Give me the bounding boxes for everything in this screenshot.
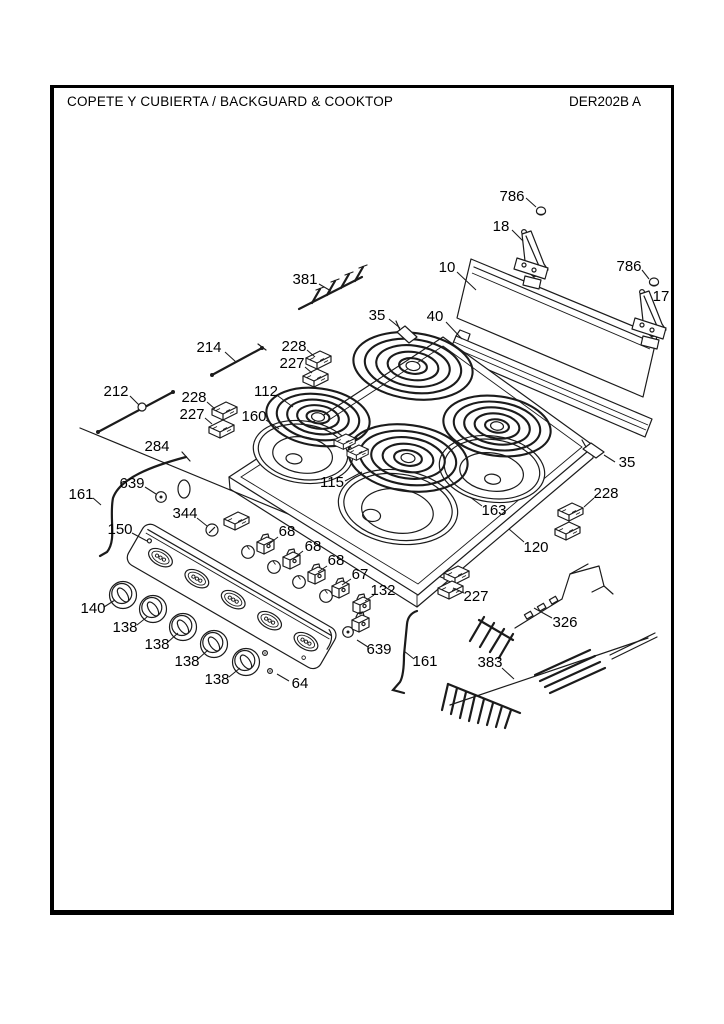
infinite-switch-2: [282, 548, 301, 570]
knob-opening-2: [184, 568, 210, 589]
drip-bowl-center: [337, 468, 459, 546]
part-label-786: 786: [499, 188, 524, 205]
burner-coil-left: [265, 386, 371, 448]
part-label-120: 120: [523, 539, 548, 556]
part-label-161b: 161: [412, 653, 437, 670]
part-label-67: 67: [352, 566, 369, 583]
part-label-284: 284: [144, 438, 169, 455]
part-label-112: 112: [254, 383, 278, 400]
terminal-block-227-bottom-b: [437, 580, 464, 600]
small-switch-132a: [352, 593, 371, 615]
part-label-228a: 228: [281, 338, 306, 355]
part-label-786b: 786: [616, 258, 641, 275]
wire-harness-326: [468, 563, 614, 660]
part-label-115: 115: [320, 474, 344, 491]
part-label-228b: 228: [181, 389, 206, 406]
page-title: COPETE Y CUBIERTA / BACKGUARD & COOKTOP: [67, 94, 394, 109]
mounting-clip-right: [581, 439, 605, 459]
knob-opening-1: [148, 547, 173, 568]
part-label-68b: 68: [305, 538, 322, 555]
burner-coil-right: [442, 394, 552, 458]
part-label-381: 381: [292, 271, 317, 288]
terminal-block-228-right: [557, 502, 584, 522]
part-label-227c: 227: [463, 588, 488, 605]
part-label-138d: 138: [204, 671, 229, 688]
part-label-138a: 138: [112, 619, 137, 636]
terminal-block-228-mid: [211, 401, 238, 421]
leader-lines: [92, 197, 650, 682]
ground-wire-left: [98, 451, 191, 558]
infinite-switch-1: [256, 533, 275, 555]
drip-bowl-right: [438, 434, 546, 504]
part-label-150: 150: [107, 521, 132, 538]
part-label-344: 344: [172, 505, 197, 522]
control-knob-1: [108, 580, 138, 610]
screw-639-left: [155, 491, 167, 503]
control-panel: [126, 523, 337, 670]
panel-clip-2: [267, 559, 281, 574]
control-knob-2: [138, 594, 168, 624]
screw-344: [205, 523, 219, 537]
part-label-227b: 227: [179, 406, 204, 423]
terminal-block-227-mid: [208, 419, 235, 439]
document-code: DER202B A: [568, 94, 641, 109]
rod-214: [210, 343, 267, 377]
screw-639-right: [342, 626, 354, 638]
knob-opening-5: [293, 631, 319, 652]
terminal-block-228-right-b: [554, 521, 581, 541]
part-label-161a: 161: [68, 486, 93, 503]
screws-64: [262, 649, 274, 674]
part-label-18: 18: [493, 218, 510, 235]
part-label-138c: 138: [174, 653, 199, 670]
terminal-block-227-top: [302, 368, 329, 388]
part-label-68c: 68: [328, 552, 345, 569]
part-label-17: 17: [653, 288, 670, 305]
part-label-639b: 639: [366, 641, 391, 658]
knob-opening-4: [257, 610, 283, 631]
panel-clip-1: [241, 544, 255, 559]
part-labels: 786 18 10 786 17 381 35 40 214 228 227 2…: [68, 188, 669, 692]
part-label-132: 132: [370, 582, 395, 599]
part-label-228c: 228: [593, 485, 618, 502]
part-label-326: 326: [552, 614, 577, 631]
burner-coil-rear-center: [352, 331, 474, 401]
mounting-clip-top: [395, 320, 418, 344]
part-label-35: 35: [369, 307, 386, 324]
part-label-212: 212: [103, 383, 128, 400]
part-label-639a: 639: [119, 475, 144, 492]
part-label-214: 214: [196, 339, 221, 356]
part-label-64: 64: [292, 675, 309, 692]
coil-terminal-cluster: [333, 432, 369, 461]
part-label-160: 160: [241, 408, 266, 425]
part-label-138b: 138: [144, 636, 169, 653]
wire-harness-383: [440, 632, 658, 730]
wire-harness-381: [297, 264, 368, 311]
part-label-227a: 227: [279, 355, 304, 372]
part-label-68a: 68: [279, 523, 296, 540]
backguard-panel: [456, 258, 658, 398]
ground-wire-right: [391, 609, 419, 695]
small-switch-132b: [351, 611, 370, 633]
infinite-switch-4: [331, 577, 350, 599]
infinite-switch-3: [307, 563, 326, 585]
part-label-140: 140: [80, 600, 105, 617]
knob-opening-3: [220, 589, 246, 610]
panel-clip-4: [319, 588, 333, 603]
rod-212: [96, 390, 175, 434]
panel-clip-3: [292, 574, 306, 589]
wire-connector-block: [223, 511, 250, 531]
screw-cap-left: [535, 206, 547, 216]
part-label-40: 40: [427, 308, 444, 325]
part-label-10: 10: [439, 259, 456, 276]
part-label-383: 383: [477, 654, 502, 671]
terminal-block-228-top: [305, 350, 332, 370]
screw-cap-right: [648, 277, 660, 287]
part-label-35b: 35: [619, 454, 636, 471]
part-label-163: 163: [481, 502, 506, 519]
